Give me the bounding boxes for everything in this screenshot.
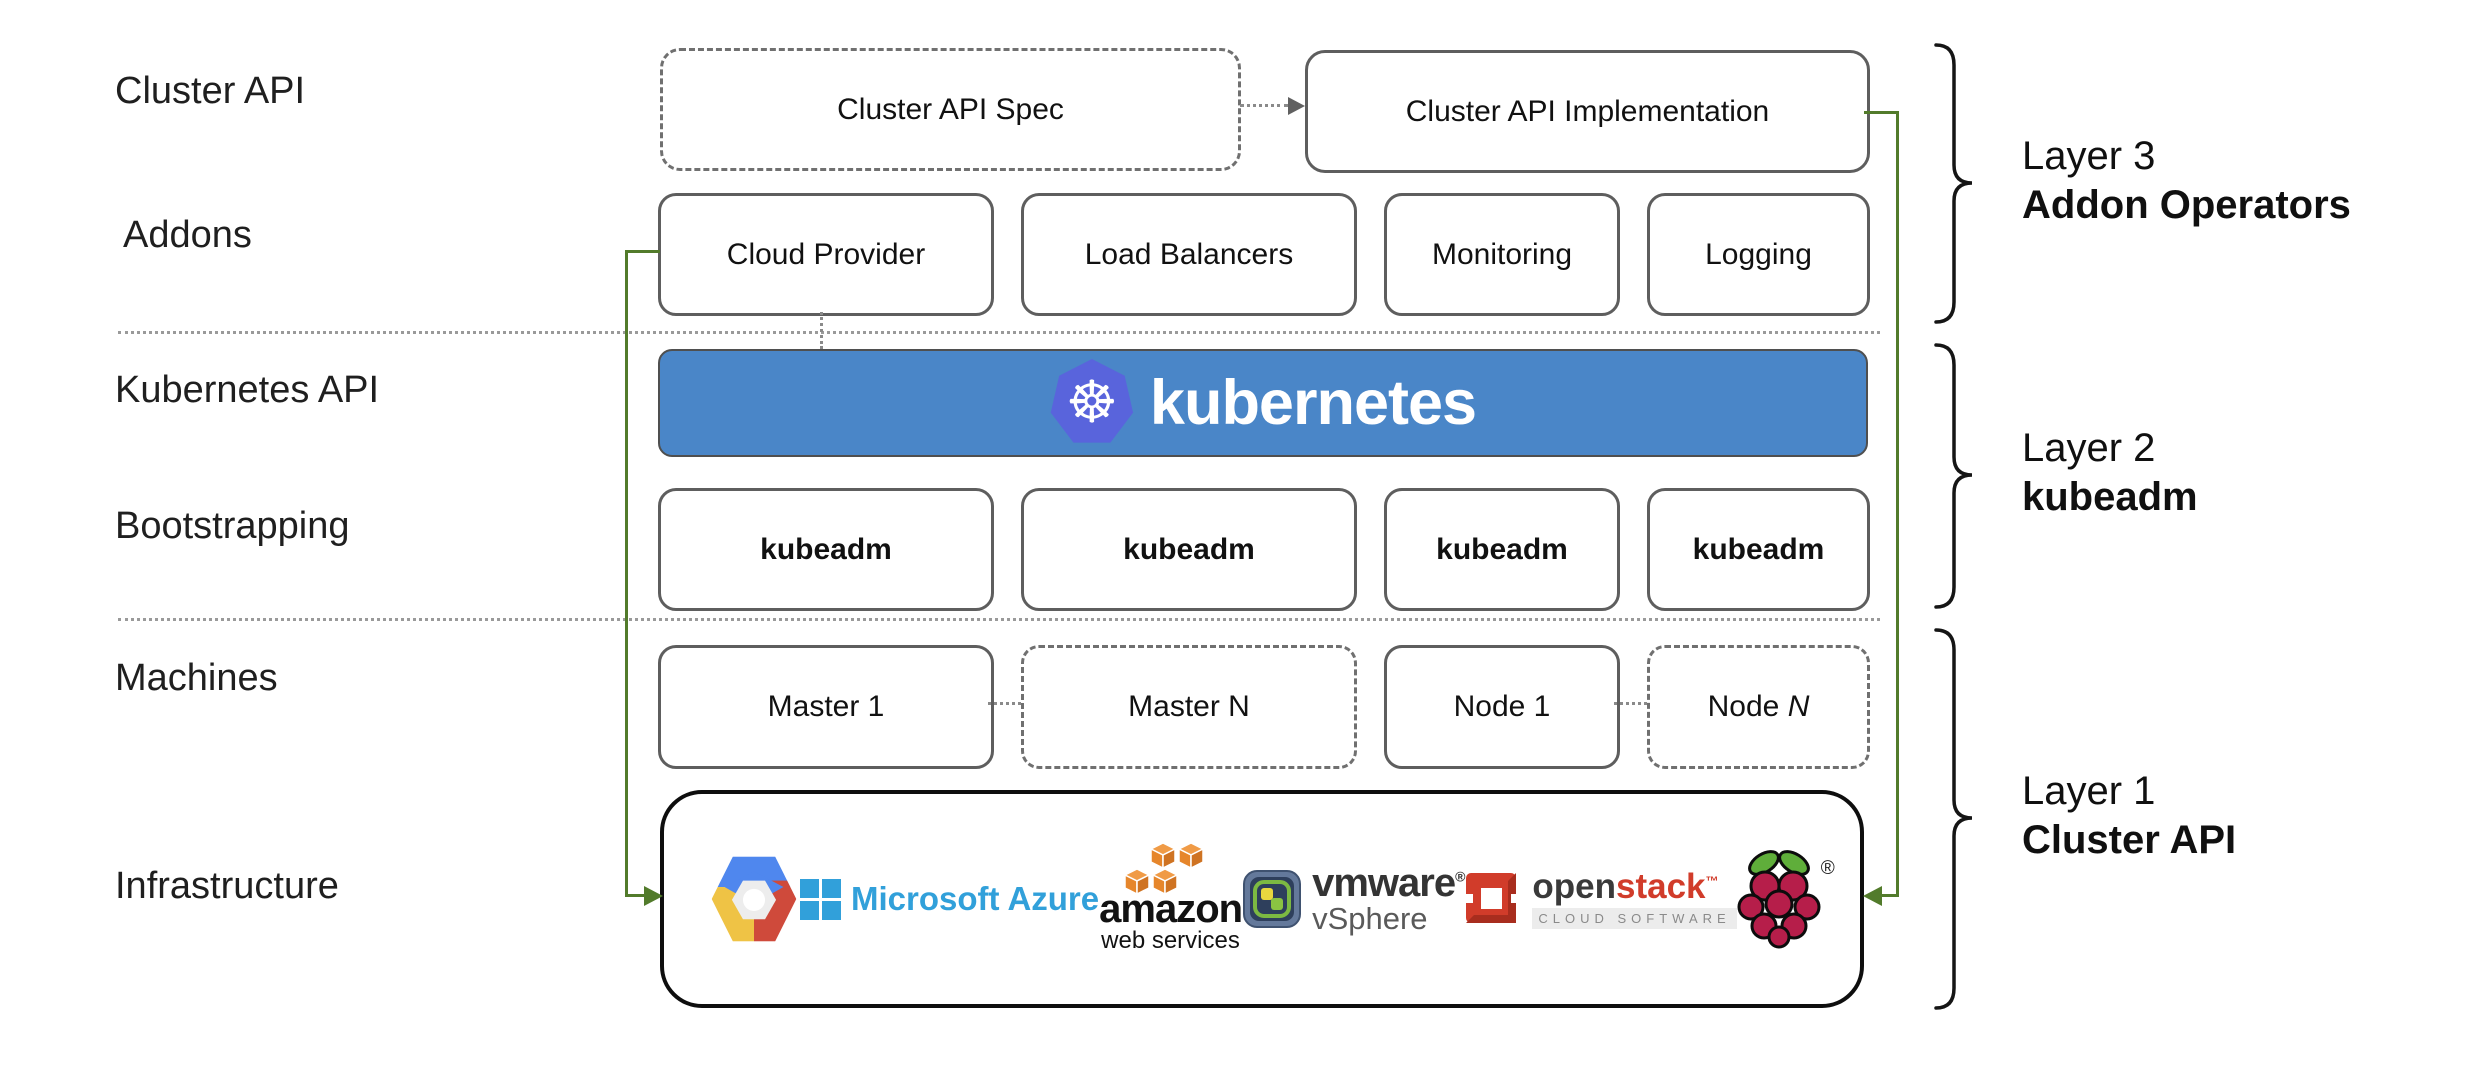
raspberry-pi-logo: ® — [1737, 844, 1835, 955]
connector-cloud-provider-to-kubernetes — [820, 312, 823, 349]
openstack-cloud-software-label: CLOUD SOFTWARE — [1532, 908, 1737, 929]
box-monitoring-label: Monitoring — [1431, 237, 1573, 271]
green-line-right-vertical — [1896, 111, 1899, 896]
box-cluster-api-spec-label: Cluster API Spec — [837, 92, 1064, 126]
row-label-bootstrapping: Bootstrapping — [115, 505, 350, 547]
openstack-tm-mark: ™ — [1705, 873, 1719, 889]
box-node-1-label: Node 1 — [1453, 690, 1551, 723]
row-label-kubernetes-api: Kubernetes API — [115, 369, 380, 411]
openstack-label: openstack™ — [1532, 869, 1736, 904]
box-cloud-provider-label: Cloud Provider — [726, 237, 926, 271]
aws-cubes-icon — [1125, 843, 1205, 895]
vmware-word-text: vmware — [1312, 860, 1456, 905]
kubernetes-logo-icon: ☸ — [1050, 359, 1134, 443]
layer-braces — [1934, 43, 1973, 1010]
box-master-n-label: Master N — [1128, 690, 1250, 723]
aws-web-services-label: web services — [1101, 927, 1240, 954]
box-load-balancers: Load Balancers — [1021, 193, 1357, 316]
amazon-web-services-logo: amazon web services — [1099, 843, 1243, 955]
box-node-n-label: Node N — [1708, 690, 1810, 724]
row-label-cluster-api: Cluster API — [115, 70, 306, 112]
box-node-n: Node N — [1647, 645, 1870, 769]
layer-3-label: Layer 3 Addon Operators — [2022, 132, 2351, 230]
kubernetes-wheel-icon: ☸ — [1065, 370, 1118, 435]
arrow-left-into-infrastructure-icon — [1863, 886, 1882, 906]
raspberry-pi-reg-mark: ® — [1820, 857, 1835, 879]
box-node-n-label-suffix: N — [1787, 690, 1810, 723]
vsphere-label: vSphere — [1312, 900, 1428, 936]
box-node-n-label-prefix: Node — [1707, 690, 1788, 723]
openstack-open-text: open — [1532, 867, 1616, 906]
layer-2-subtitle: kubeadm — [2022, 474, 2198, 519]
layer-3-subtitle: Addon Operators — [2022, 182, 2351, 227]
box-load-balancers-label: Load Balancers — [1084, 237, 1294, 271]
layer-1-subtitle: Cluster API — [2022, 817, 2237, 862]
box-node-1: Node 1 — [1384, 645, 1620, 769]
arrow-right-icon — [1288, 97, 1305, 115]
kubernetes-banner: ☸ kubernetes — [658, 349, 1868, 457]
box-kubeadm-2: kubeadm — [1021, 488, 1357, 611]
box-cluster-api-spec: Cluster API Spec — [660, 48, 1241, 171]
box-master-1-label: Master 1 — [767, 690, 885, 723]
vsphere-icon — [1243, 869, 1302, 928]
layer-2-brace — [1934, 343, 1973, 609]
arrow-right-into-infrastructure-icon — [644, 886, 663, 906]
box-kubeadm-3-label: kubeadm — [1436, 532, 1568, 566]
box-logging-label: Logging — [1705, 237, 1812, 271]
green-line-right-into-infra — [1881, 894, 1899, 897]
box-cloud-provider: Cloud Provider — [658, 193, 994, 316]
google-cloud-icon — [708, 853, 800, 945]
box-kubeadm-4-label: kubeadm — [1692, 532, 1825, 566]
box-kubeadm-1: kubeadm — [658, 488, 994, 611]
box-kubeadm-3: kubeadm — [1384, 488, 1620, 611]
box-kubeadm-4: kubeadm — [1647, 488, 1870, 611]
row-label-addons: Addons — [123, 214, 252, 256]
vmware-label: vmware® — [1312, 860, 1465, 905]
separator-bootstrapping-machines — [118, 618, 1880, 621]
openstack-stack-text: stack — [1616, 867, 1706, 906]
kubernetes-wordmark: kubernetes — [1149, 368, 1477, 438]
raspberry-pi-icon — [1737, 849, 1821, 948]
row-label-machines: Machines — [115, 657, 278, 699]
green-line-implementation-out — [1864, 111, 1899, 114]
openstack-logo: openstack™ CLOUD SOFTWARE — [1464, 869, 1737, 929]
layer-3-title: Layer 3 — [2022, 134, 2156, 178]
box-master-1: Master 1 — [658, 645, 994, 769]
row-label-infrastructure: Infrastructure — [115, 865, 339, 907]
microsoft-window-icon — [800, 878, 841, 920]
microsoft-azure-label: Microsoft Azure — [851, 880, 1100, 917]
openstack-icon — [1464, 873, 1521, 923]
box-master-n: Master N — [1021, 645, 1357, 769]
green-line-cloud-provider-out — [625, 250, 660, 253]
box-kubeadm-2-label: kubeadm — [1123, 532, 1255, 566]
box-cluster-api-implementation-label: Cluster API Implementation — [1405, 94, 1770, 128]
layer-1-title: Layer 1 — [2022, 769, 2156, 813]
connector-spec-to-implementation — [1240, 104, 1288, 107]
box-kubeadm-1-label: kubeadm — [760, 532, 892, 566]
amazon-label: amazon — [1099, 887, 1243, 931]
box-monitoring: Monitoring — [1384, 193, 1620, 316]
box-infrastructure-providers: Microsoft Azure amazon web services — [660, 790, 1864, 1008]
microsoft-azure-logo: Microsoft Azure — [800, 878, 1100, 920]
connector-master1-masterN — [988, 702, 1021, 705]
google-cloud-hexagon-icon — [711, 856, 797, 942]
vmware-reg-mark: ® — [1455, 868, 1465, 885]
separator-addons-kubernetes — [118, 331, 1880, 334]
box-logging: Logging — [1647, 193, 1870, 316]
green-line-left-vertical — [625, 250, 628, 896]
vmware-vsphere-logo: vmware® vSphere — [1242, 860, 1465, 936]
layer-2-title: Layer 2 — [2022, 426, 2156, 470]
layer-2-label: Layer 2 kubeadm — [2022, 424, 2198, 522]
layer-1-label: Layer 1 Cluster API — [2022, 767, 2236, 865]
layer-3-brace — [1934, 43, 1973, 324]
box-cluster-api-implementation: Cluster API Implementation — [1305, 50, 1870, 173]
connector-node1-nodeN — [1614, 702, 1647, 705]
layer-1-brace — [1934, 628, 1973, 1010]
green-line-left-into-infra — [625, 894, 646, 897]
